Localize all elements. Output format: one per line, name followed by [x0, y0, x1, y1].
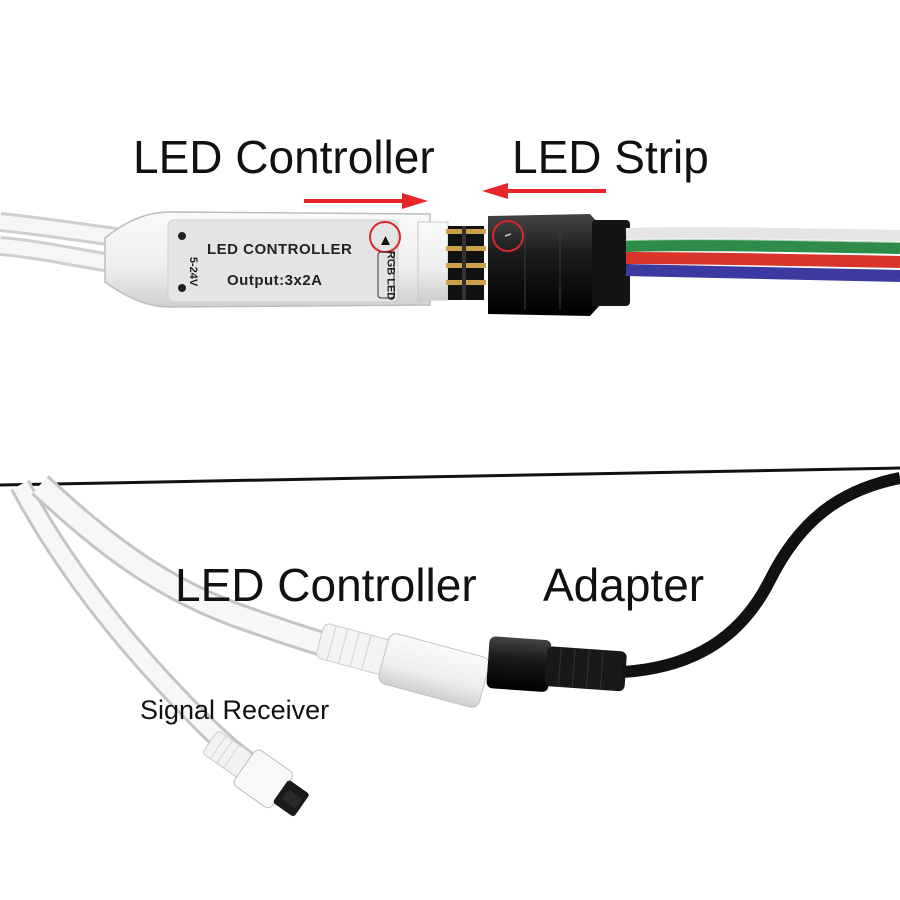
led-controller-module: [104, 211, 449, 308]
strip-connector: [488, 214, 630, 316]
arrow-right-icon: [304, 193, 428, 209]
signal-receiver-label: Signal Receiver: [140, 695, 330, 725]
led-controller-label: LED Controller: [133, 131, 435, 183]
led-controller-label-bottom: LED Controller: [175, 559, 477, 611]
adapter-label: Adapter: [543, 559, 705, 611]
highlight-circle: [492, 220, 524, 252]
dot-icon: [178, 284, 186, 292]
controller-power-cable: [31, 475, 490, 708]
dot-icon: [178, 232, 186, 240]
device-title-print: LED CONTROLLER: [207, 241, 353, 258]
divider: [0, 466, 900, 487]
device-voltage-print: 5-24V: [187, 256, 200, 287]
signal-receiver-cable: [10, 479, 309, 817]
triangle-marker-icon: [381, 236, 390, 245]
rgb-wires: [625, 227, 900, 282]
arrow-left-icon: [482, 183, 606, 199]
adapter-plug: [486, 472, 900, 692]
device-output-print: Output:3x2A: [227, 272, 323, 289]
pin-header: [446, 226, 486, 300]
device-rgb-print: RGB LED: [384, 250, 397, 301]
led-strip-label: LED Strip: [512, 131, 709, 183]
